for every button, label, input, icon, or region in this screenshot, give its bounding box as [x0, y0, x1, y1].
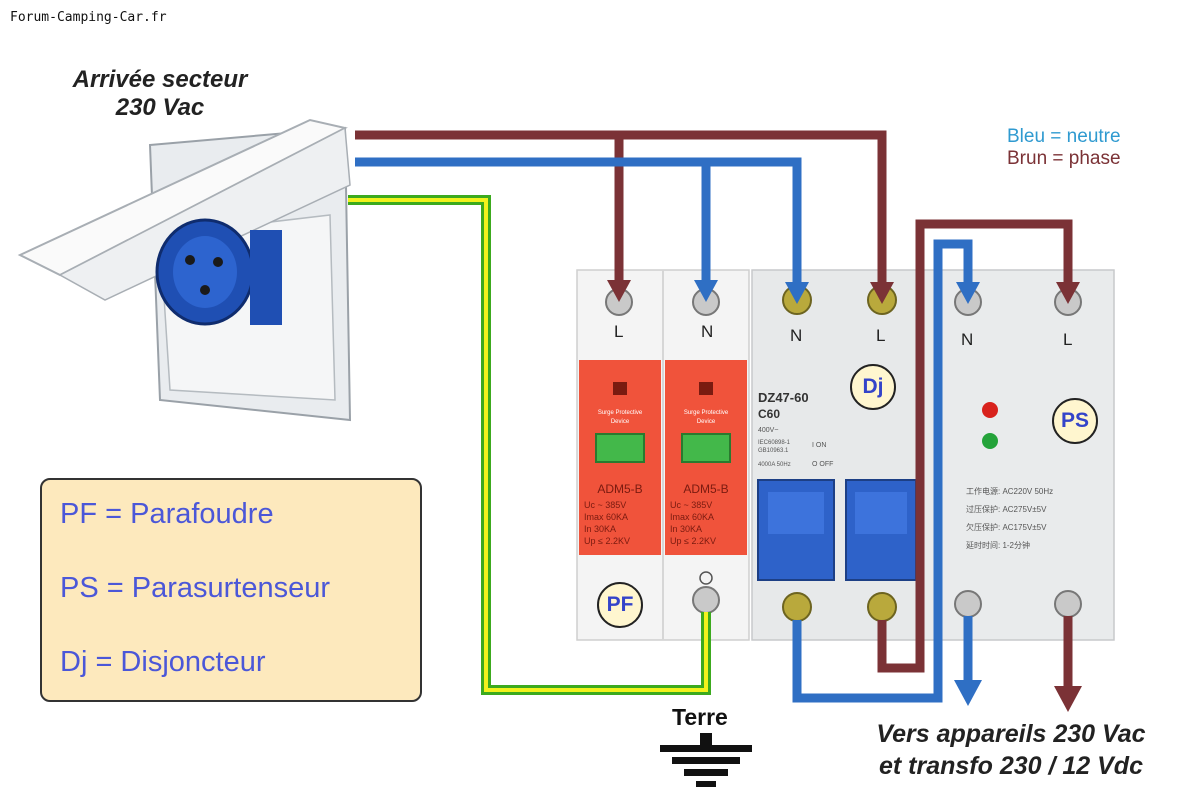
pf-logo-icon — [613, 382, 627, 395]
site-credit: Forum-Camping-Car.fr — [10, 10, 167, 25]
dj-breaking: 4000A 50Hz — [758, 462, 791, 468]
ps-spec2: 过压保护: AC275V±5V — [966, 504, 1047, 514]
pf-model-left: ADM5-B — [597, 482, 642, 496]
pf-spec-imax-right: Imax 60KA — [670, 512, 714, 522]
pf-tag: PF — [597, 582, 643, 628]
dj-off-label: O OFF — [812, 461, 833, 468]
pf-spec-up-left: Up ≤ 2.2KV — [584, 536, 630, 546]
dj-out-n-screw — [782, 592, 812, 622]
ps-out-l-screw — [1054, 590, 1082, 618]
pf-brand-right: Surge Protective — [684, 410, 729, 416]
pf-brand-right-2: Device — [697, 419, 716, 425]
dj-on-label: I ON — [812, 442, 826, 449]
inlet-title-line1: Arrivée secteur — [72, 66, 248, 93]
output-caption-line2: et transfo 230 / 12 Vdc — [878, 752, 1143, 780]
output-caption-line1: Vers appareils 230 Vac — [876, 720, 1146, 748]
dj-out-l-screw — [867, 592, 897, 622]
earth-symbol-icon — [699, 571, 713, 585]
color-key-phase: Brun = phase — [1007, 148, 1121, 169]
pf-spec-uc-right: Uc ~ 385V — [670, 500, 712, 510]
pf-brand-left: Surge Protective — [598, 410, 643, 416]
pf-brand-left-2: Device — [611, 419, 630, 425]
dj-printed-text: DZ47-60 C60 400V~ IEC60898-1 GB10963.1 4… — [758, 390, 833, 468]
pf-spec-up-right: Up ≤ 2.2KV — [670, 536, 716, 546]
arrow-down-icon — [607, 280, 631, 302]
dj-tag: Dj — [850, 364, 896, 410]
arrow-down-icon — [870, 282, 894, 304]
arrow-down-icon — [1056, 282, 1080, 304]
pf-spec-in-right: In 30KA — [670, 524, 702, 534]
inlet-title: Arrivée secteur 230 Vac — [40, 66, 280, 122]
pf-label-l: L — [614, 322, 624, 341]
green-led-icon — [982, 433, 998, 449]
color-key-neutral: Bleu = neutre — [1007, 126, 1121, 147]
inlet-title-line2: 230 Vac — [115, 94, 205, 121]
dj-rating: C60 — [758, 407, 780, 421]
arrow-down-icon — [1054, 686, 1082, 712]
pin-icon — [185, 255, 195, 265]
pf-printed-text: Surge Protective Device Surge Protective… — [584, 410, 729, 546]
ps-label-n: N — [961, 330, 974, 349]
ps-spec1: 工作电源: AC220V 50Hz — [966, 486, 1053, 496]
ps-label-l: L — [1063, 330, 1073, 349]
pf-device — [576, 269, 750, 641]
power-inlet — [17, 118, 352, 422]
ps-printed-text: 工作电源: AC220V 50Hz 过压保护: AC275V±5V 欠压保护: … — [966, 486, 1053, 550]
pin-icon — [213, 257, 223, 267]
pf-logo-icon — [699, 382, 713, 395]
neutral-wires — [355, 157, 973, 703]
pf-spec-in-left: In 30KA — [584, 524, 616, 534]
output-caption: Vers appareils 230 Vac et transfo 230 / … — [858, 718, 1164, 782]
pin-icon — [200, 285, 210, 295]
dj-label-n: N — [790, 326, 803, 345]
pf-spec-imax-left: Imax 60KA — [584, 512, 628, 522]
dj-std2: GB10963.1 — [758, 448, 789, 454]
ps-out-n-screw — [954, 590, 982, 618]
ps-spec4: 延时时间: 1-2分钟 — [966, 540, 1030, 550]
legend-ps: PS = Parasurtenseur — [60, 572, 331, 604]
arrow-down-icon — [954, 680, 982, 706]
neutral-arrowheads — [694, 280, 982, 706]
dj-std1: IEC60898-1 — [758, 440, 791, 446]
ps-spec3: 欠压保护: AC175V±5V — [966, 522, 1047, 532]
arrow-down-icon — [956, 282, 980, 304]
color-key: Bleu = neutre Brun = phase — [1007, 126, 1121, 170]
dj-label-l: L — [876, 326, 886, 345]
phase-arrowheads — [607, 280, 1082, 712]
dj-device — [751, 269, 921, 641]
red-led-icon — [982, 402, 998, 418]
ps-tag: PS — [1052, 398, 1098, 444]
earth-label: Terre — [672, 704, 728, 730]
legend-dj: Dj = Disjoncteur — [60, 646, 266, 678]
pf-earth-screw — [692, 586, 720, 614]
dj-voltage: 400V~ — [758, 427, 778, 434]
arrow-down-icon — [694, 280, 718, 302]
pf-spec-uc-left: Uc ~ 385V — [584, 500, 626, 510]
ps-device — [921, 269, 1115, 641]
ground-icon — [660, 733, 752, 787]
arrow-down-icon — [785, 282, 809, 304]
pf-model-right: ADM5-B — [683, 482, 728, 496]
earth-wire — [348, 195, 711, 695]
legend-pf: PF = Parafoudre — [60, 498, 274, 530]
pf-label-n: N — [701, 322, 714, 341]
legend-box: PF = Parafoudre PS = Parasurtenseur Dj =… — [40, 478, 422, 702]
dj-model: DZ47-60 — [758, 390, 809, 405]
